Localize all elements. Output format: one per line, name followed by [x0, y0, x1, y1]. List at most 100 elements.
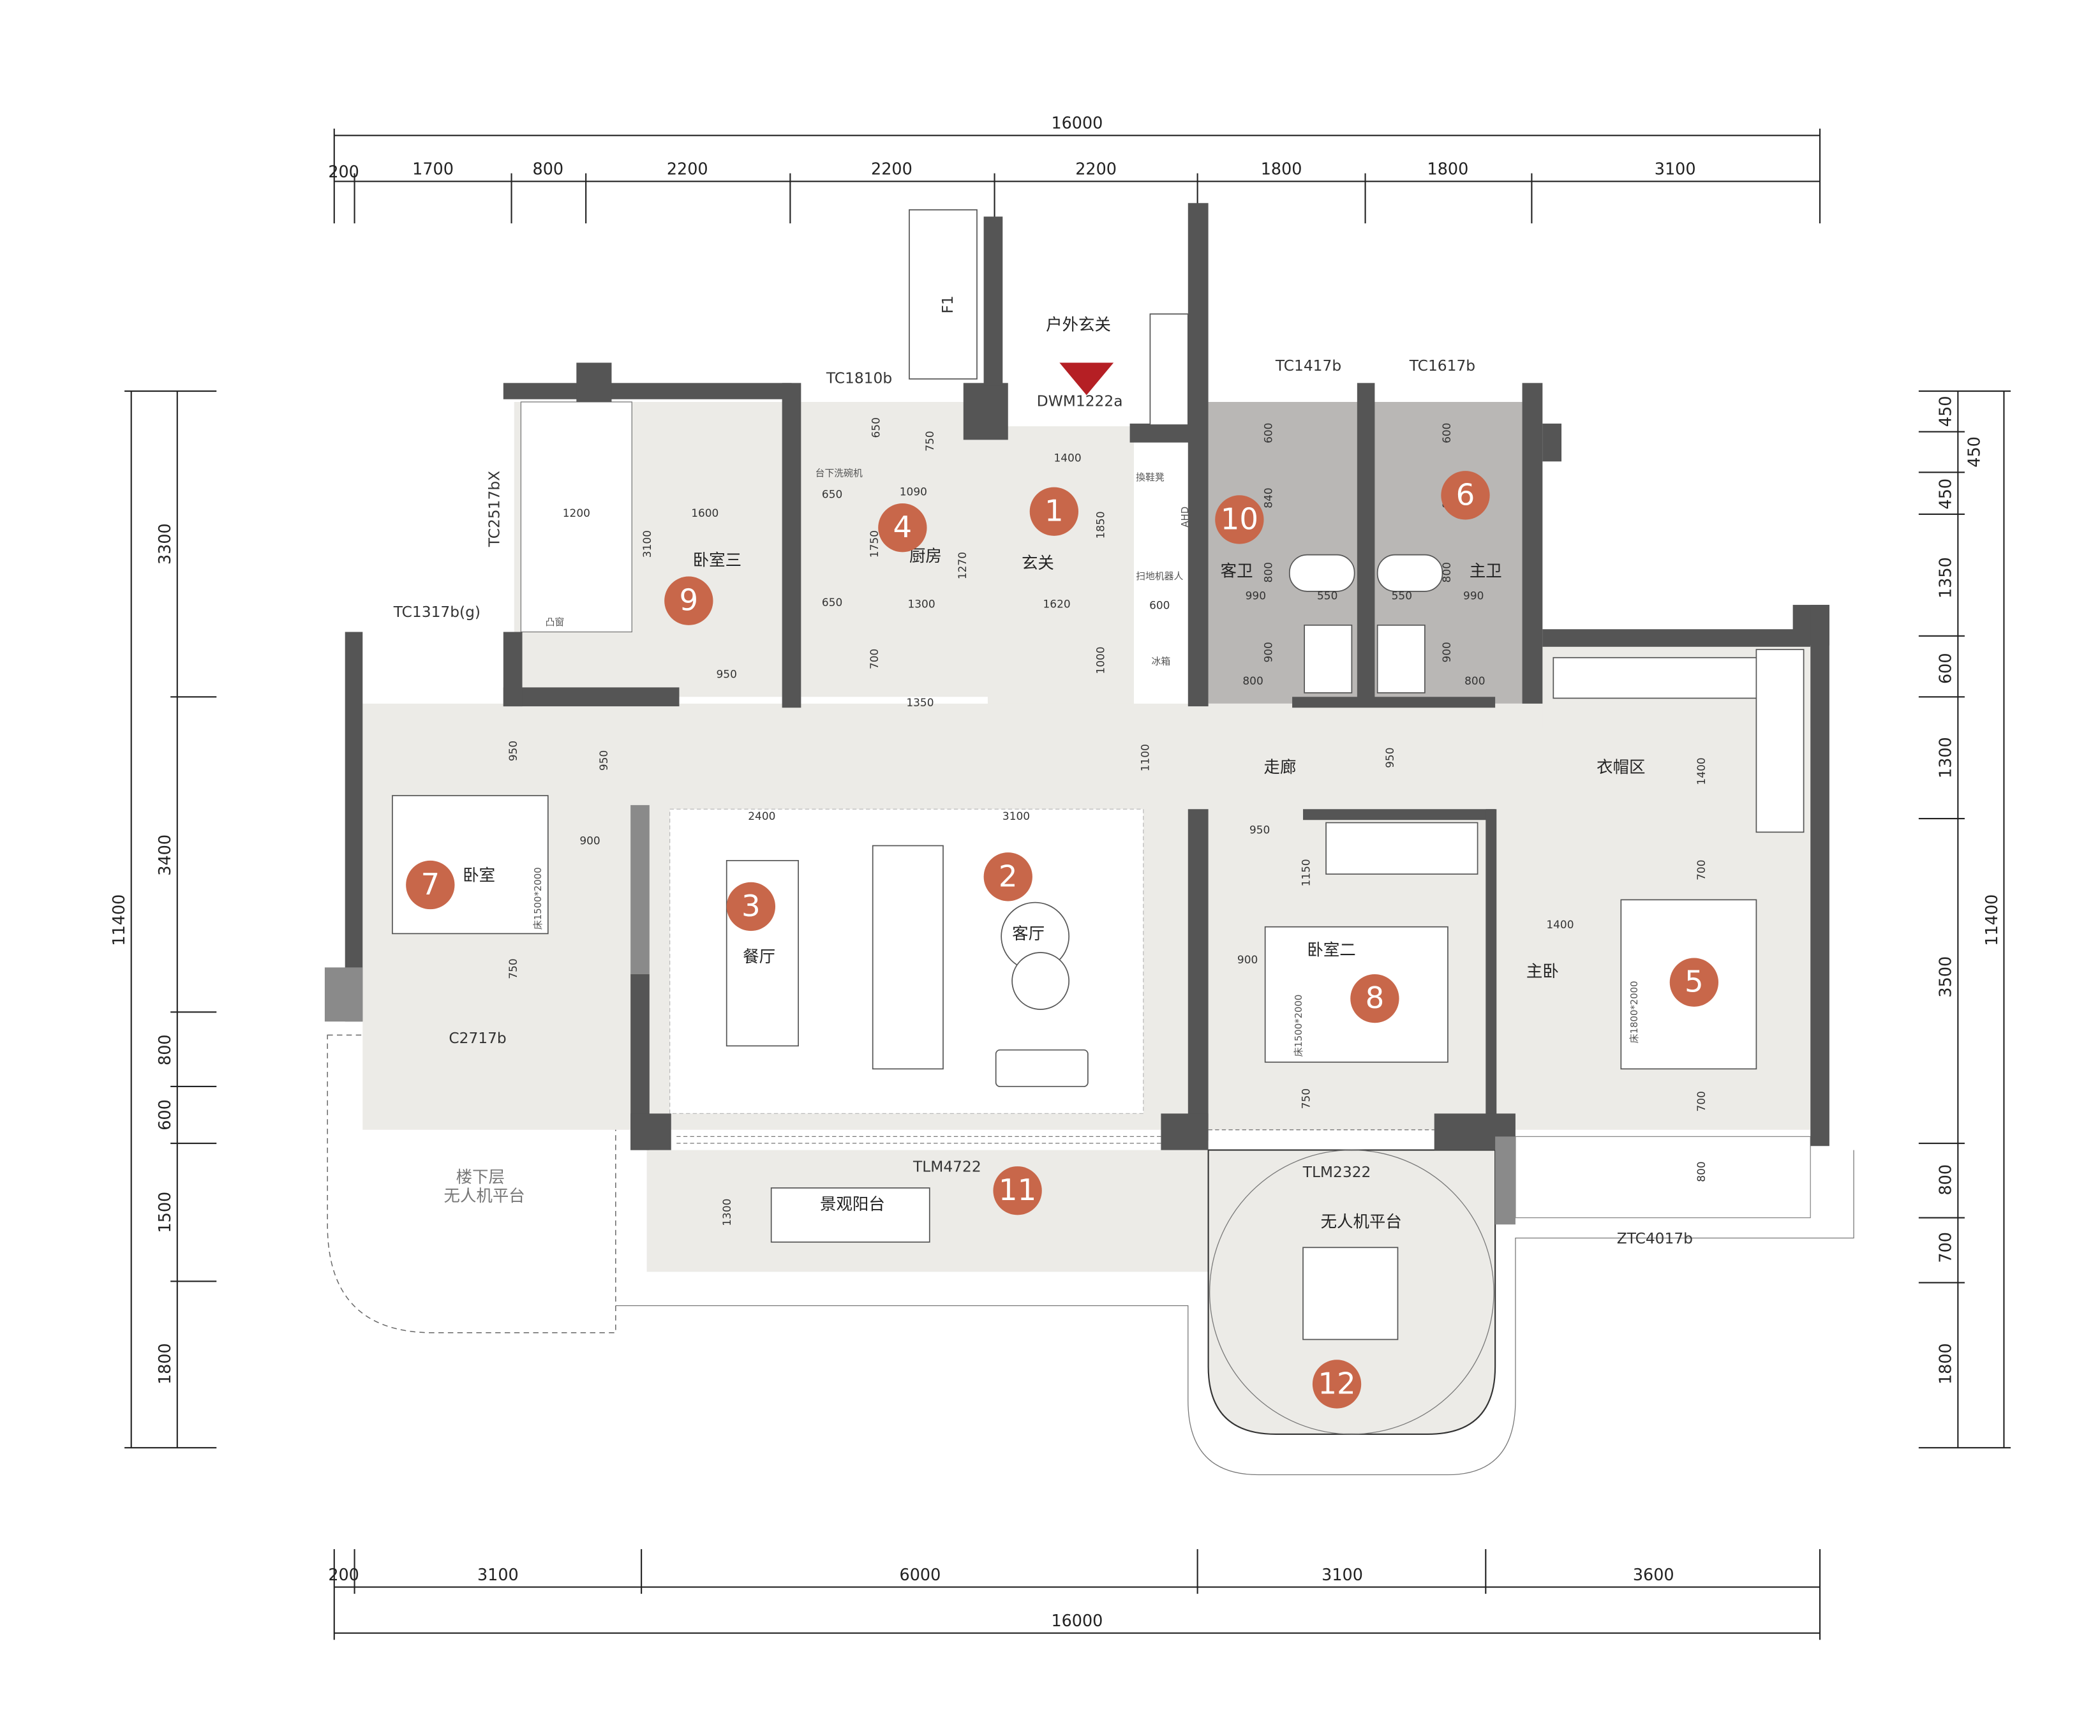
bay-window-master	[1515, 1136, 1811, 1219]
furniture	[392, 209, 1805, 1340]
dim-top: 2200	[667, 160, 708, 179]
note-dishwasher: 台下洗碗机	[815, 468, 863, 479]
svg-text:8: 8	[1366, 981, 1385, 1016]
label-downstairs: 楼下层	[456, 1168, 505, 1187]
dim: 950	[717, 668, 737, 681]
dim-right: 1300	[1936, 737, 1955, 778]
dim: 900	[1440, 642, 1453, 662]
code-tc1617b: TC1617b	[1409, 357, 1475, 375]
stair-box	[909, 209, 978, 380]
dim: 650	[869, 417, 882, 438]
svg-text:11: 11	[999, 1173, 1036, 1208]
code-tlm4722: TLM4722	[912, 1159, 981, 1176]
dim: 700	[1695, 1091, 1708, 1111]
dim: 1850	[1094, 511, 1106, 538]
marker-7: 7	[406, 860, 455, 910]
dim: 950	[1383, 748, 1396, 768]
marker-4: 4	[878, 503, 927, 553]
dim: 1200	[563, 507, 590, 519]
wardrobe-cloak	[1553, 657, 1771, 699]
label-master-bedroom: 主卧	[1526, 961, 1559, 981]
label-drone-platform: 无人机平台	[1321, 1212, 1402, 1231]
sofa	[872, 845, 944, 1070]
dim-top: 3100	[1655, 160, 1696, 179]
dim-right: 450	[1936, 396, 1955, 427]
bed-bedroom	[392, 795, 549, 935]
dim: 550	[1317, 590, 1337, 602]
label-downstairs-drone: 无人机平台	[444, 1186, 525, 1205]
room-labels: 户外玄关 玄关 厨房 卧室三 客卫 主卫 走廊 衣帽区 卧室 餐厅 客厅 卧室二…	[444, 315, 1646, 1231]
dim: 1270	[956, 552, 969, 579]
note-robot: 扫地机器人	[1136, 571, 1183, 582]
dim-right: 700	[1936, 1232, 1955, 1263]
dim-bottom: 3100	[477, 1565, 519, 1584]
inner-dimensions: 1400 1090 1750 1270 1300 1620 1850 1000 …	[507, 417, 1708, 1226]
drone-pad	[1302, 1247, 1399, 1340]
dim: 800	[1262, 562, 1274, 582]
label-entry: 玄关	[1022, 553, 1054, 572]
dim: 600	[1149, 598, 1170, 611]
annotations: 凸窗 床1500*2000 床1500*2000 床1800*2000 台下洗碗…	[533, 468, 1640, 1057]
svg-text:12: 12	[1318, 1367, 1355, 1401]
dim: 800	[1242, 674, 1263, 687]
dim-top: 2200	[1075, 160, 1117, 179]
dim-bottom-total: 16000	[1051, 1611, 1103, 1630]
note-shoe-cabinet: 換鞋凳	[1136, 472, 1165, 483]
dim: 1400	[1546, 918, 1574, 931]
dim: 1300	[907, 597, 935, 610]
dim-top: 200	[328, 162, 359, 181]
note-bed-size: 床1500*2000	[1293, 995, 1304, 1057]
label-kitchen: 厨房	[909, 546, 942, 565]
right-dimensions: 450 450 450 1350 600 1300 3500 800 700 1…	[1918, 390, 2011, 1449]
dim-top: 1700	[412, 160, 454, 179]
code-f1: F1	[939, 295, 957, 313]
dim-right: 600	[1936, 653, 1955, 684]
dim-left: 3300	[155, 523, 174, 565]
marker-12: 12	[1312, 1360, 1362, 1409]
code-tlm2322: TLM2322	[1302, 1164, 1371, 1181]
dim: 3100	[1002, 810, 1030, 822]
label-master-bath: 主卫	[1470, 561, 1502, 581]
marker-6: 6	[1441, 471, 1490, 520]
dim: 650	[822, 596, 842, 609]
dim-right: 1350	[1936, 557, 1955, 598]
note-fridge: 冰箱	[1152, 656, 1171, 667]
dim-top: 1800	[1261, 160, 1302, 179]
code-tc2517bx: TC2517bX	[486, 471, 503, 547]
svg-text:1: 1	[1045, 494, 1064, 529]
dim: 750	[923, 431, 936, 451]
dim-right: 450	[1936, 479, 1955, 510]
wardrobe-bedroom2	[1325, 822, 1478, 875]
label-bedroom3: 卧室三	[693, 551, 741, 570]
marker-9: 9	[664, 576, 713, 625]
dim-left: 3400	[155, 835, 174, 876]
label-bedroom: 卧室	[463, 866, 495, 885]
svg-text:9: 9	[679, 584, 698, 618]
dim-top: 2200	[871, 160, 912, 179]
note-bed-size: 床1800*2000	[1629, 981, 1640, 1043]
dim: 1750	[868, 530, 881, 558]
dim: 750	[507, 958, 519, 979]
note-bay-window: 凸窗	[546, 616, 565, 628]
dim: 600	[1262, 423, 1274, 443]
dim: 950	[597, 750, 610, 771]
room-markers: 1 2 3 4 5 6 7 8 9 10 11 12	[406, 471, 1719, 1409]
dim-left: 800	[155, 1034, 174, 1065]
marker-2: 2	[983, 852, 1032, 901]
dim: 950	[1249, 823, 1270, 836]
dim: 1400	[1695, 757, 1708, 785]
dim-bottom: 3600	[1633, 1565, 1674, 1584]
marker-11: 11	[993, 1166, 1042, 1215]
dim-bottom: 6000	[900, 1565, 941, 1584]
dim: 1150	[1300, 859, 1313, 886]
dim-top: 800	[533, 160, 564, 179]
dim: 3100	[641, 530, 653, 558]
note-ahd: AHD	[1180, 507, 1191, 528]
label-outdoor-entry: 户外玄关	[1046, 315, 1111, 334]
svg-text:3: 3	[741, 889, 761, 924]
dim: 650	[822, 488, 842, 501]
label-cloakroom: 衣帽区	[1597, 757, 1645, 776]
dim-left: 1800	[155, 1343, 174, 1384]
dim: 900	[1237, 953, 1258, 966]
